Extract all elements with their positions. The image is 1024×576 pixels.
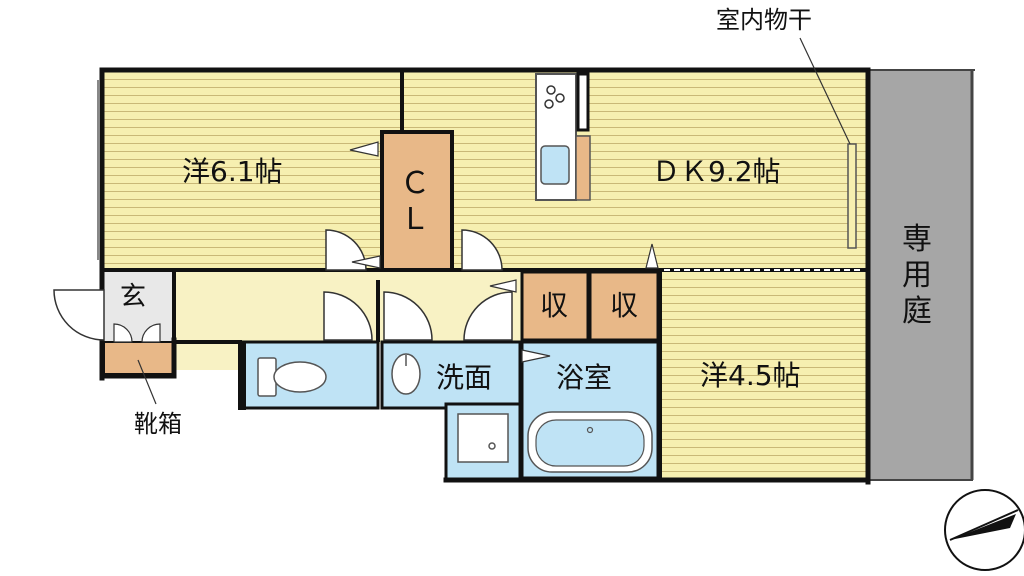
western-room-large: [104, 72, 402, 268]
label-indoor-drying: 室内物干: [716, 6, 812, 34]
private-garden-area: [867, 69, 973, 481]
label-entrance: 玄: [120, 282, 147, 312]
label-washroom: 洗面: [436, 361, 493, 394]
label-private-garden: 専用庭: [902, 222, 932, 329]
label-western-room-large: 洋6.1帖: [182, 155, 283, 188]
label-bathroom: 浴室: [556, 361, 613, 394]
sink: [540, 145, 570, 185]
western-room-small: [660, 272, 866, 478]
storage-unit-2: [588, 270, 660, 342]
label-storage-2: 収: [610, 289, 639, 322]
label-storage-1: 収: [540, 289, 569, 322]
fridge-space: [576, 72, 590, 132]
label-shoe-cabinet: 靴箱: [134, 410, 182, 438]
label-western-room-small: 洋4.5帖: [700, 359, 801, 392]
indoor-drying-rod: [847, 143, 857, 249]
label-closet: ＣＬ: [400, 166, 430, 237]
closet: [380, 130, 454, 272]
compass-icon: [944, 489, 1024, 571]
shoe-cabinet: [103, 341, 175, 375]
label-dk-room: ＤＫ9.2帖: [652, 155, 781, 188]
hallway-lower: [174, 340, 244, 370]
